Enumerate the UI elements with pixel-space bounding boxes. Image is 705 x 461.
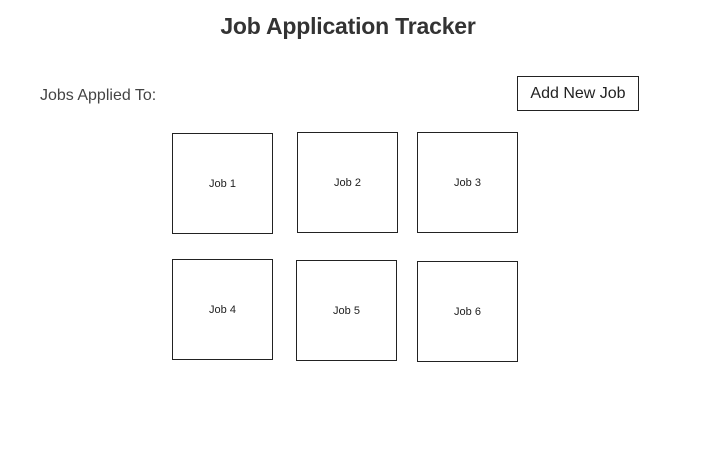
- job-card-label: Job 5: [333, 304, 360, 317]
- add-new-job-button[interactable]: Add New Job: [517, 76, 639, 111]
- job-card[interactable]: Job 6: [417, 261, 518, 362]
- job-card-label: Job 2: [334, 176, 361, 189]
- job-card[interactable]: Job 2: [297, 132, 398, 233]
- job-card-label: Job 6: [454, 305, 481, 318]
- job-card-label: Job 1: [209, 177, 236, 190]
- job-card-label: Job 4: [209, 303, 236, 316]
- job-card[interactable]: Job 1: [172, 133, 273, 234]
- job-card[interactable]: Job 5: [296, 260, 397, 361]
- job-card[interactable]: Job 4: [172, 259, 273, 360]
- job-card[interactable]: Job 3: [417, 132, 518, 233]
- jobs-applied-label: Jobs Applied To:: [40, 87, 157, 104]
- page-title: Job Application Tracker: [220, 13, 476, 39]
- job-card-label: Job 3: [454, 176, 481, 189]
